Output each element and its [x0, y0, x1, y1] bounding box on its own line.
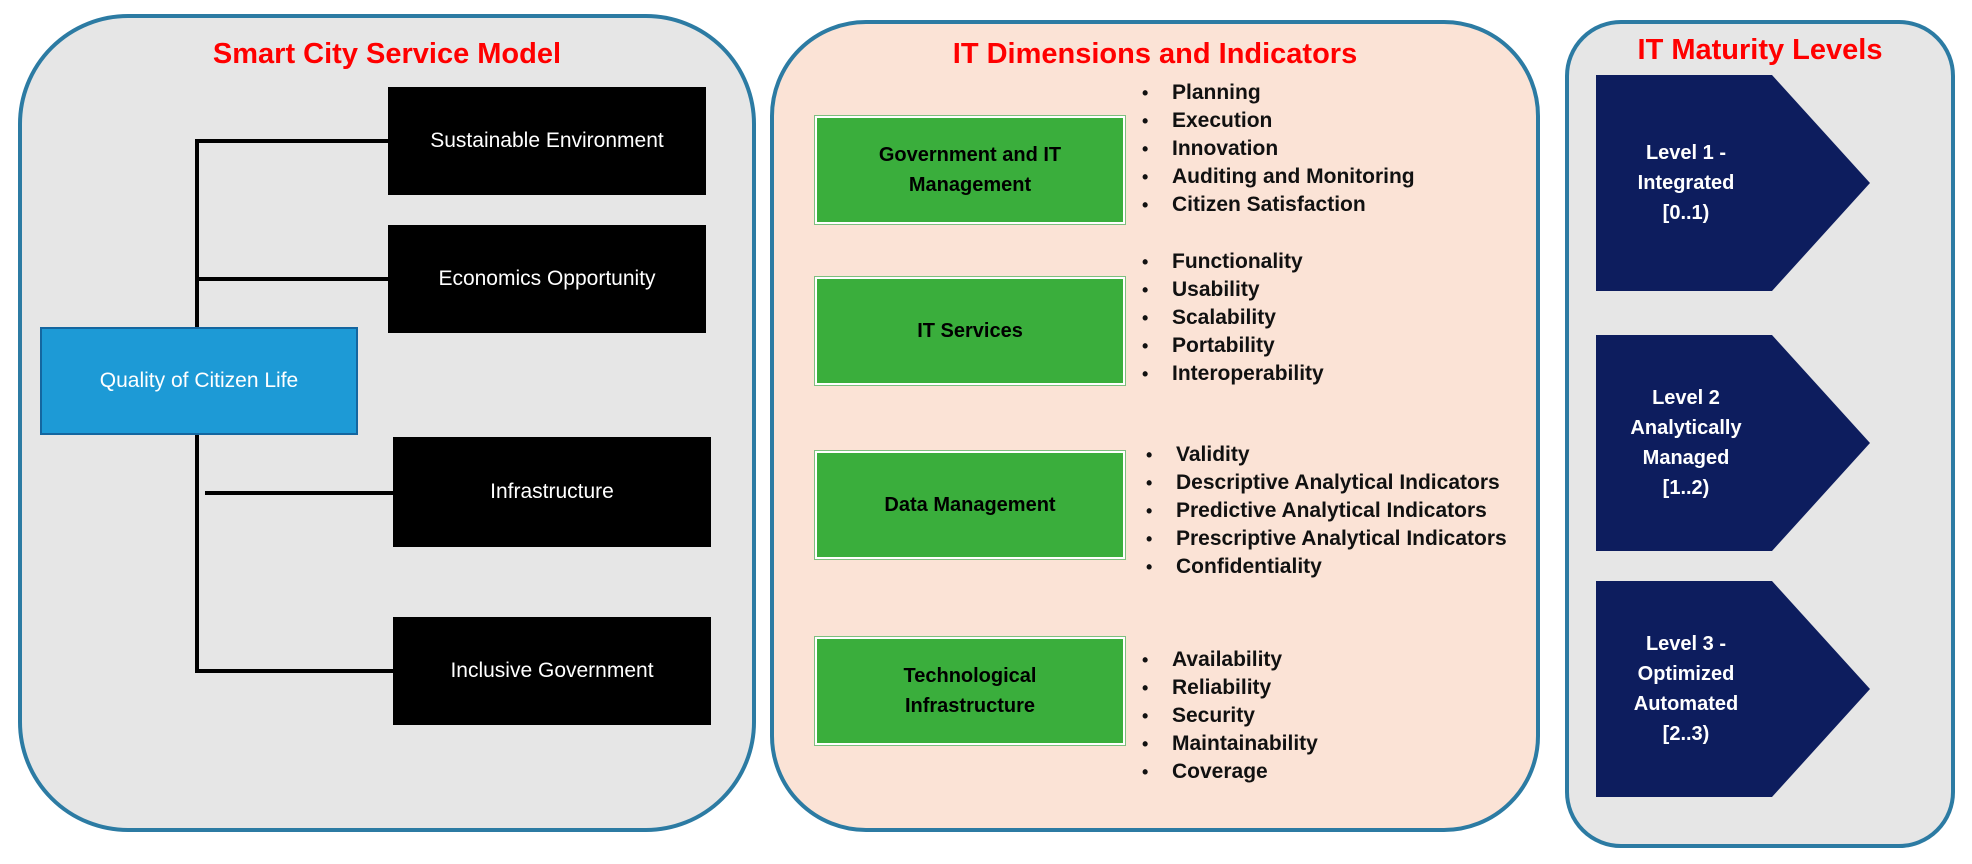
- level-text-line: Automated: [1633, 693, 1739, 715]
- level-text-line: Level 2: [1652, 387, 1720, 409]
- indicator-list-it-services: Functionality Usability Scalability Port…: [1142, 248, 1324, 388]
- maturity-level-3: Level 3 - Optimized Automated [2..3): [1596, 581, 1870, 797]
- inclusive-government-box: Inclusive Government: [393, 617, 711, 725]
- indicator-item: Availability: [1142, 646, 1318, 674]
- dimension-box-it-services: IT Services: [815, 277, 1125, 385]
- indicator-item: Execution: [1142, 107, 1415, 135]
- indicator-item: Portability: [1142, 332, 1324, 360]
- sustainable-environment-box: Sustainable Environment: [388, 87, 706, 195]
- level-text-line: Integrated: [1637, 172, 1735, 194]
- connector-sustainable: [195, 139, 390, 143]
- indicator-item: Reliability: [1142, 674, 1318, 702]
- tree-trunk-lower: [195, 433, 199, 673]
- level-text-line: Analytically: [1630, 417, 1742, 439]
- indicator-item: Prescriptive Analytical Indicators: [1146, 525, 1507, 553]
- level-text-line: Managed: [1642, 447, 1730, 469]
- indicator-item: Security: [1142, 702, 1318, 730]
- indicator-item: Auditing and Monitoring: [1142, 163, 1415, 191]
- connector-economics: [195, 277, 390, 281]
- indicator-item: Functionality: [1142, 248, 1324, 276]
- indicator-item: Usability: [1142, 276, 1324, 304]
- maturity-level-2: Level 2 Analytically Managed [1..2): [1596, 335, 1870, 551]
- dimensions-title: IT Dimensions and Indicators: [952, 38, 1358, 70]
- dimension-label-line: Management: [908, 174, 1032, 196]
- indicator-list-data-management: Validity Descriptive Analytical Indicato…: [1146, 441, 1507, 581]
- indicator-item: Maintainability: [1142, 730, 1318, 758]
- dimension-label-line: IT Services: [917, 320, 1023, 342]
- indicator-item: Planning: [1142, 79, 1415, 107]
- indicator-list-technological-infrastructure: Availability Reliability Security Mainta…: [1142, 646, 1318, 786]
- level-text-line: Optimized: [1637, 663, 1735, 685]
- tree-trunk-upper: [195, 139, 199, 329]
- dimension-label-line: Technological: [903, 665, 1037, 687]
- indicator-item: Scalability: [1142, 304, 1324, 332]
- infrastructure-box: Infrastructure: [393, 437, 711, 547]
- quality-of-citizen-life-box: Quality of Citizen Life: [40, 327, 358, 435]
- maturity-level-1: Level 1 - Integrated [0..1): [1596, 75, 1870, 291]
- indicator-item: Confidentiality: [1146, 553, 1507, 581]
- maturity-title: IT Maturity Levels: [1637, 34, 1883, 66]
- indicator-item: Citizen Satisfaction: [1142, 191, 1415, 219]
- level-text-line: Level 3 -: [1645, 633, 1727, 655]
- indicator-item: Descriptive Analytical Indicators: [1146, 469, 1507, 497]
- indicator-item: Validity: [1146, 441, 1507, 469]
- dimension-box-technological-infrastructure: Technological Infrastructure: [815, 637, 1125, 745]
- dimension-box-governance: Government and IT Management: [815, 116, 1125, 224]
- level-text-line: [2..3): [1662, 723, 1710, 745]
- connector-inclusive: [195, 669, 395, 673]
- level-text-line: [0..1): [1662, 202, 1710, 224]
- level-2-arrow-shape: [1596, 335, 1870, 551]
- level-text-line: Level 1 -: [1645, 142, 1727, 164]
- indicator-item: Coverage: [1142, 758, 1318, 786]
- dimension-box-data-management: Data Management: [815, 451, 1125, 559]
- dimension-label-line: Infrastructure: [904, 695, 1035, 717]
- level-1-arrow-shape: [1596, 75, 1870, 291]
- service-model-title: Smart City Service Model: [212, 38, 562, 70]
- dimension-label-line: Data Management: [884, 494, 1056, 516]
- indicator-item: Interoperability: [1142, 360, 1324, 388]
- level-3-arrow-shape: [1596, 581, 1870, 797]
- indicator-item: Innovation: [1142, 135, 1415, 163]
- dimension-label-line: Government and IT: [878, 144, 1062, 166]
- indicator-list-governance: Planning Execution Innovation Auditing a…: [1142, 79, 1415, 219]
- economics-opportunity-box: Economics Opportunity: [388, 225, 706, 333]
- level-text-line: [1..2): [1662, 477, 1710, 499]
- connector-infrastructure: [205, 491, 395, 495]
- indicator-item: Predictive Analytical Indicators: [1146, 497, 1507, 525]
